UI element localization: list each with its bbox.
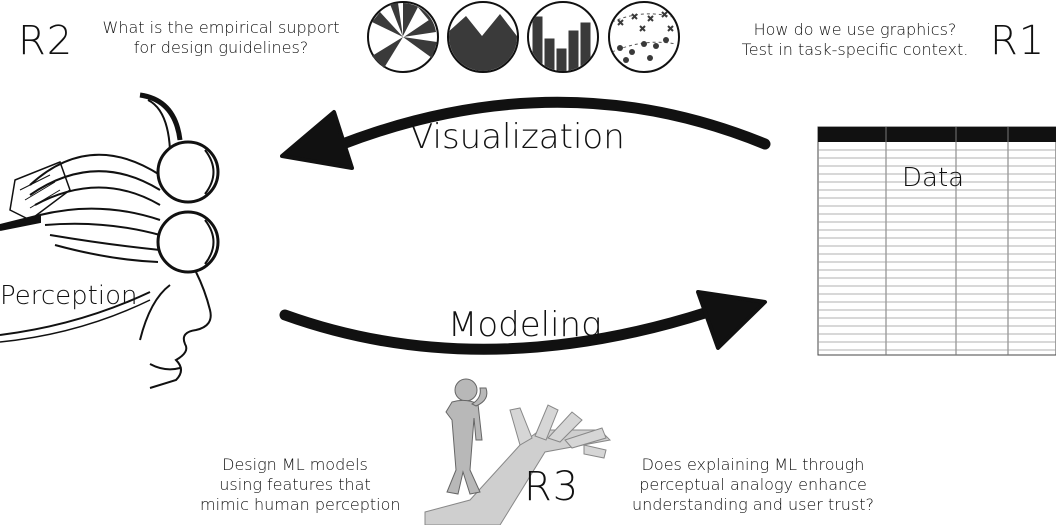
modeling-label: Modeling <box>448 305 602 345</box>
perception-label: Perception <box>0 281 138 311</box>
r2-question: What is the empirical support for design… <box>102 18 340 57</box>
r2-label: R2 <box>18 18 74 64</box>
r3-label: R3 <box>524 464 580 510</box>
visualization-arrow <box>280 96 771 170</box>
data-label: Data <box>902 163 965 193</box>
r3-design-note: Design ML models using features that mim… <box>200 455 401 514</box>
decision-paths-illustration <box>424 404 612 525</box>
visualization-label: Visualization <box>410 117 625 157</box>
r1-label: R1 <box>990 18 1046 64</box>
pie-chart-icon <box>367 1 439 73</box>
bar-chart-icon <box>527 1 599 73</box>
data-table-icon <box>817 126 1056 356</box>
area-chart-icon <box>447 1 519 73</box>
modeling-arrow <box>279 290 767 355</box>
thinking-person-icon <box>445 378 488 495</box>
scatter-plot-icon <box>608 1 680 73</box>
r3-trust-question: Does explaining ML through perceptual an… <box>631 455 875 514</box>
eye-brain-illustration <box>0 92 220 389</box>
r1-question: How do we use graphics? Test in task-spe… <box>741 20 969 59</box>
